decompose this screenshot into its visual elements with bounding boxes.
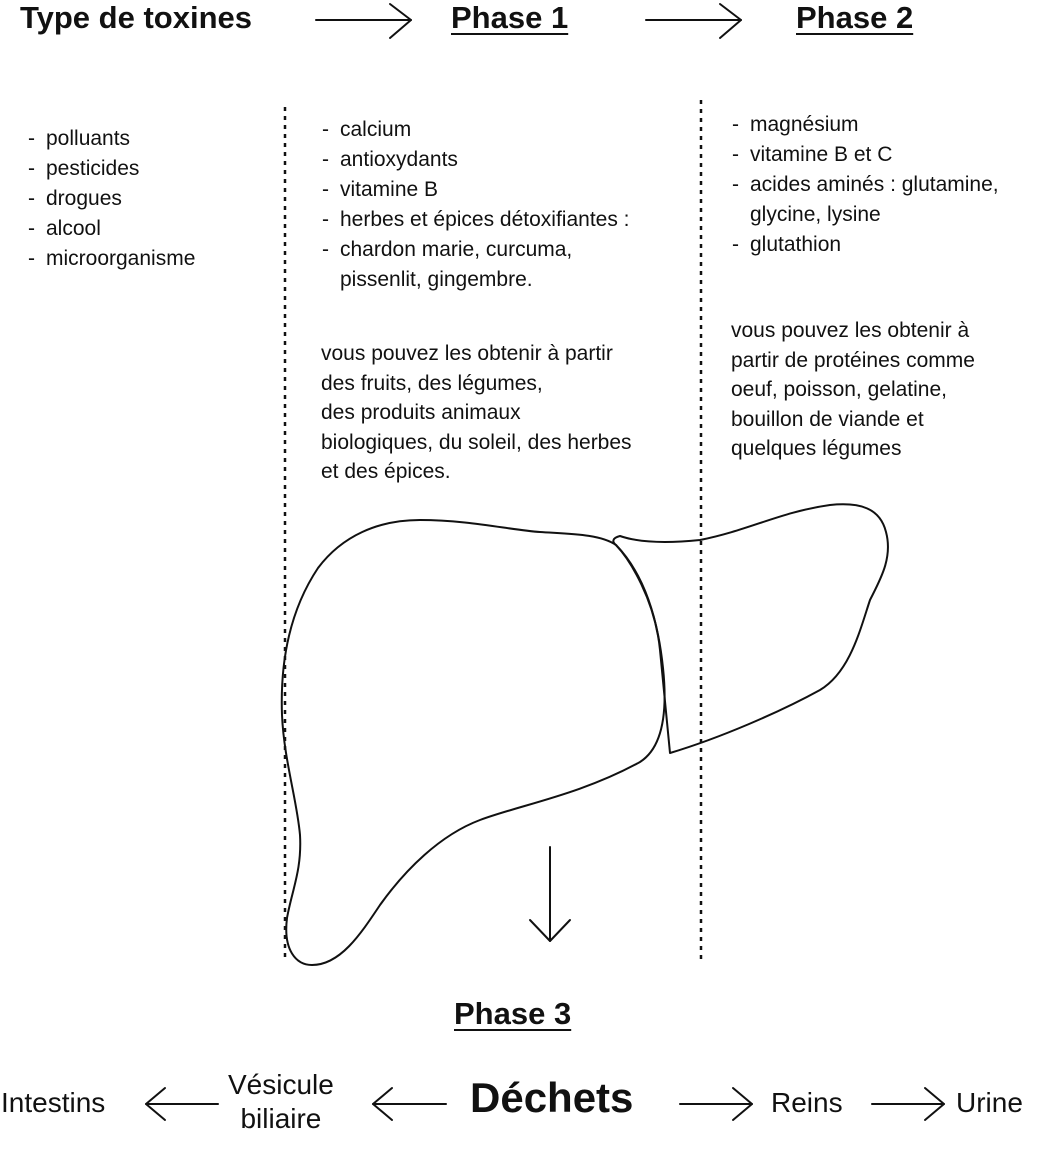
toxin-item: polluants [26,124,195,154]
kidneys-label: Reins [771,1087,843,1118]
toxin-types-heading: Type de toxines [20,0,252,35]
phase2-item: magnésium [730,110,999,140]
phase2-heading: Phase 2 [796,0,914,35]
phase1-sources: vous pouvez les obtenir à partir des fru… [321,339,632,487]
phase1-item: antioxydants [320,145,630,175]
arrow-right-icon [645,3,742,39]
phase2-sources: vous pouvez les obtenir à partir de prot… [731,316,975,464]
phase2-item: glutathion [730,230,999,260]
phase1-nutrient-list: calcium antioxydants vitamine B herbes e… [320,115,630,295]
toxin-item: drogues [26,184,195,214]
phase2-sources-line: vous pouvez les obtenir à [731,319,970,342]
arrow-right-icon [679,1087,753,1121]
phase1-sources-line: vous pouvez les obtenir à partir [321,342,613,365]
phase2-item-line: glycine, lysine [750,203,881,226]
waste-label: Déchets [470,1074,634,1121]
arrow-right-icon [315,3,412,39]
phase1-sources-line: des produits animaux [321,401,521,424]
urine-label: Urine [956,1087,1023,1118]
phase1-item-line: pissenlit, gingembre. [340,268,533,291]
phase2-sources-line: bouillon de viande et [731,407,924,431]
toxin-item: alcool [26,214,195,244]
phase1-sources-line: des fruits, des légumes, [321,371,543,395]
intestines-label: Intestins [1,1087,106,1118]
phase1-item: herbes et épices détoxifiantes : [320,205,630,235]
phase3-heading: Phase 3 [454,996,572,1031]
gallbladder-label: Vésicule biliaire [228,1068,334,1136]
phase1-item: chardon marie, curcuma, pissenlit, ginge… [320,235,630,295]
phase1-item: vitamine B [320,175,630,205]
gallbladder-label-line: biliaire [240,1103,322,1134]
phase2-item-line: acides aminés : glutamine, [750,173,999,196]
phase2-sources-line: quelques légumes [731,437,902,460]
phase2-sources-line: oeuf, poisson, gelatine, [731,378,947,401]
phase1-item-line: chardon marie, curcuma, [340,238,573,261]
phase1-sources-line: biologiques, du soleil, des herbes [321,430,632,454]
phase2-item: vitamine B et C [730,140,999,170]
arrow-left-icon [145,1087,219,1121]
arrow-right-icon [871,1087,945,1121]
arrow-left-icon [372,1087,447,1121]
arrow-down-icon [529,846,571,942]
phase2-nutrient-list: magnésium vitamine B et C acides aminés … [730,110,999,260]
liver-illustration [280,503,889,966]
phase1-sources-line: et des épices. [321,460,451,483]
toxin-item: microorganisme [26,244,195,274]
gallbladder-label-line: Vésicule [228,1069,334,1100]
toxin-item: pesticides [26,154,195,184]
phase2-item: acides aminés : glutamine, glycine, lysi… [730,170,999,230]
phase1-item: calcium [320,115,630,145]
toxin-list: polluants pesticides drogues alcool micr… [26,124,195,274]
phase2-sources-line: partir de protéines comme [731,348,975,372]
phase1-heading: Phase 1 [451,0,569,35]
